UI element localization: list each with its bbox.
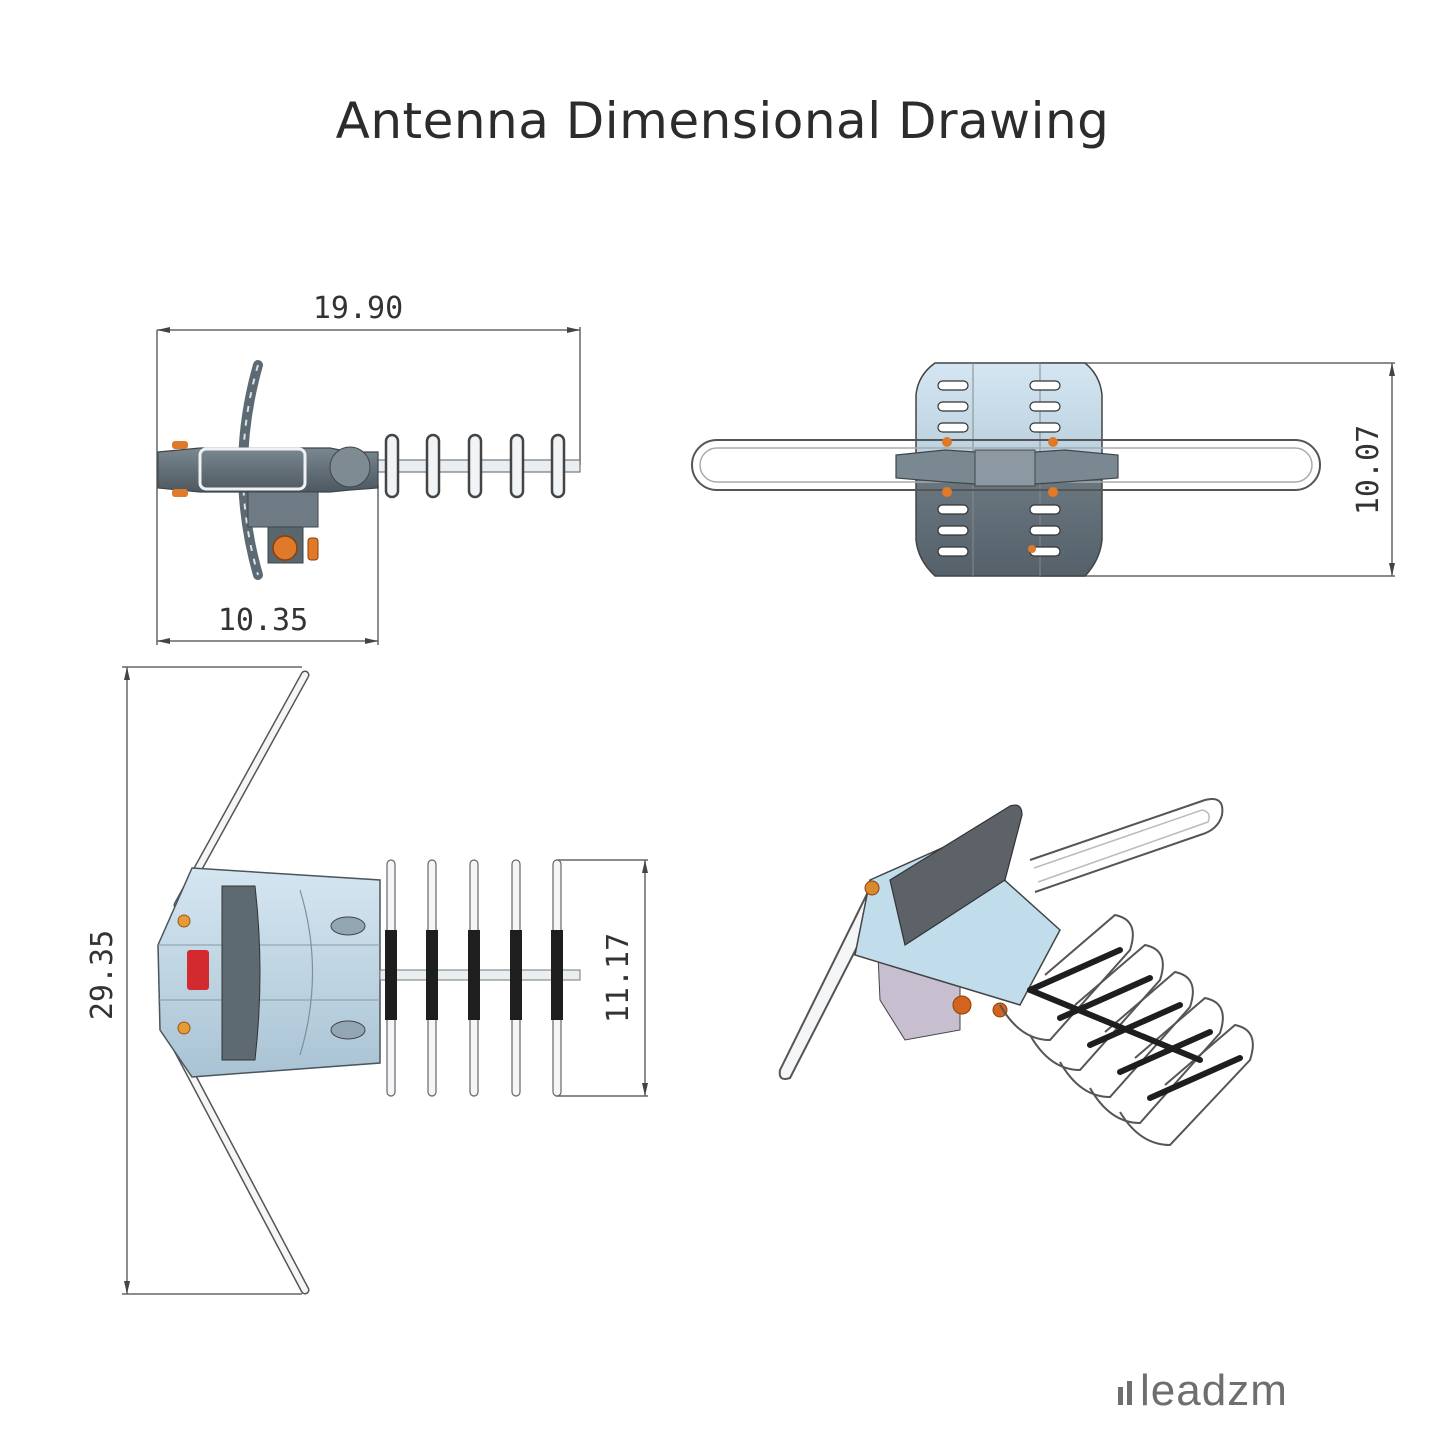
logo-bars-icon xyxy=(1118,1366,1136,1416)
top-view: 29.35 11.17 xyxy=(85,666,648,1295)
director-elements xyxy=(384,433,566,499)
top-view-director-elements xyxy=(385,859,563,1097)
dimension-label-overall-width: 29.35 xyxy=(85,930,120,1020)
page-title: Antenna Dimensional Drawing xyxy=(335,92,1110,150)
brand-label-badge xyxy=(187,950,209,990)
isometric-view xyxy=(778,798,1254,1147)
dimension-label-director-width: 11.17 xyxy=(601,933,636,1023)
brand-logo: leadzm xyxy=(1118,1366,1288,1416)
front-view: 10.07 xyxy=(691,362,1395,577)
dimension-label-overall-length: 19.90 xyxy=(313,291,403,326)
dimension-label-height: 10.07 xyxy=(1351,425,1386,515)
brand-logo-text: leadzm xyxy=(1140,1366,1288,1415)
dimension-label-body-length: 10.35 xyxy=(218,603,308,638)
side-view: 19.90 10.35 xyxy=(156,291,581,645)
knob-icon xyxy=(272,535,298,561)
